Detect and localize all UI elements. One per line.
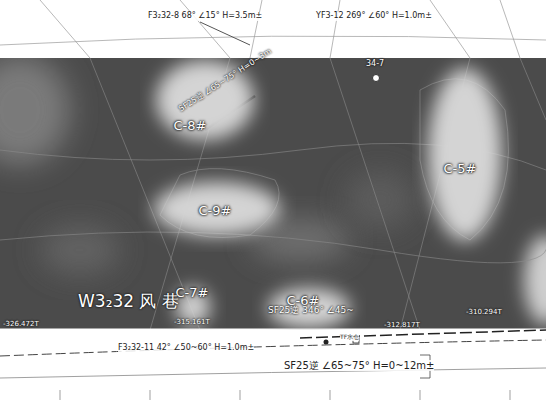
sump-label: TF水仓 — [340, 334, 359, 341]
zone-shape — [140, 58, 270, 170]
roadway-line — [0, 329, 546, 332]
zone-label: C-5# — [444, 161, 477, 176]
coal-zone: C-6# — [252, 258, 366, 330]
elevation-value: -310.294T — [466, 309, 502, 317]
zone-fill — [428, 68, 502, 241]
fault-annotation: YF3-12 269° ∠60° H=1.0m± — [316, 12, 432, 21]
fault-annotation: F3₂32-8 68° ∠15° H=3.5m± — [148, 12, 262, 21]
map-region — [0, 58, 546, 330]
zone-label: C-9# — [199, 203, 232, 218]
grid-line — [0, 368, 546, 378]
roadway-line — [300, 330, 546, 338]
tick-mark — [60, 390, 510, 400]
coal-zone: C-9# — [138, 166, 296, 252]
fault-annotation: SF25逆 ∠65~75° H=0~12m± — [284, 360, 434, 371]
grid-line — [0, 0, 546, 58]
coal-zone: C-5# — [412, 58, 518, 263]
elevation-value: -326.472T — [3, 321, 39, 329]
grid-line — [0, 58, 546, 330]
borehole-symbol — [373, 75, 380, 82]
borehole-number: 34-7 — [366, 60, 384, 69]
fault-line — [0, 340, 546, 356]
contour-field — [0, 58, 546, 325]
zone-fill — [154, 182, 280, 236]
zone-label: C-8# — [174, 118, 207, 133]
zone-label: C-7# — [176, 285, 209, 300]
point-symbol — [324, 340, 329, 345]
coal-zone: C-8# — [140, 58, 270, 170]
fault-annotation: F3₂32-11 42° ∠50~60° H=1.0m± — [118, 344, 254, 353]
fault-annotation: SF25逆 346° ∠45~ — [268, 306, 354, 316]
elevation-value: -315.161T — [174, 319, 210, 327]
roadway-name: W3₂32 风 巷 — [78, 292, 179, 311]
elevation-value: -312.817T — [384, 322, 420, 330]
